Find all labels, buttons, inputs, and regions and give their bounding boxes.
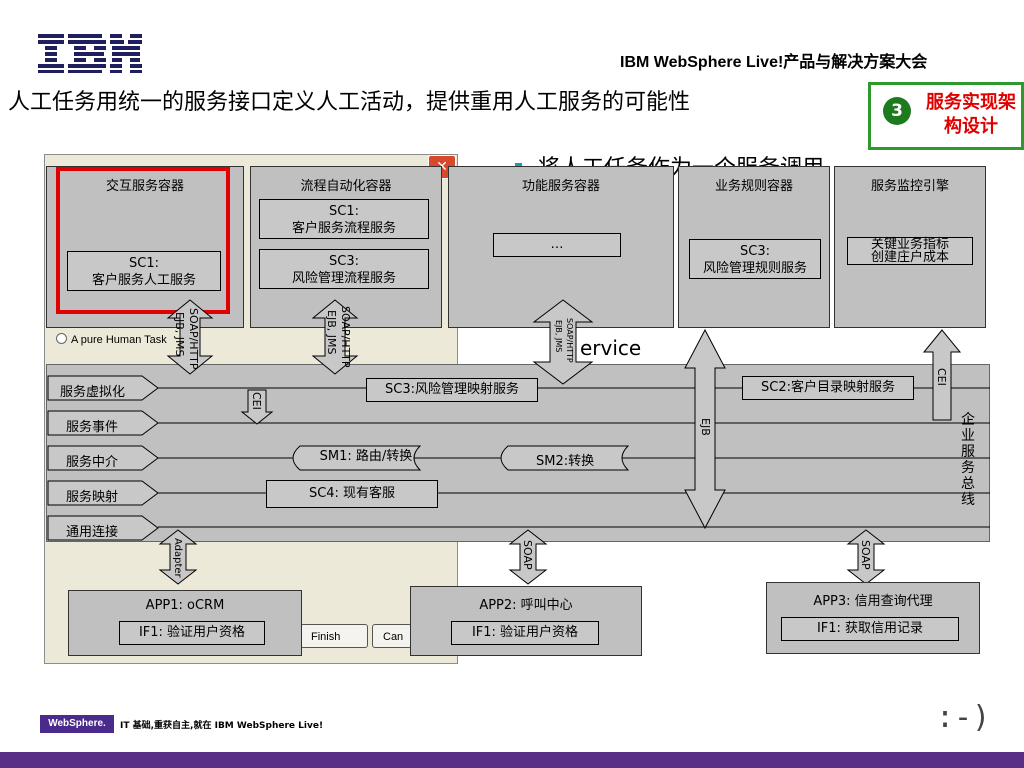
bus-row-label: 通用连接 [66, 525, 119, 540]
sc4-existing-service: SC4: 现有客服 [266, 480, 438, 508]
box-line: 风险管理流程服务 [291, 271, 396, 286]
footer-tagline: IT 基础,重获自主,就在 IBM WebSphere Live! [120, 721, 324, 731]
soap-http-label: SOAP/HTTP [187, 308, 200, 370]
sc2-mapping-service: SC2:客户目录映射服务 [742, 376, 914, 400]
cei-label: CEI [935, 368, 948, 386]
soap-label: SOAP [521, 540, 534, 570]
app-interface: IF1: 验证用户资格 [119, 621, 265, 645]
finish-button[interactable]: Finish [300, 624, 368, 648]
cei-up-arrow [922, 329, 962, 421]
box-line: 关键业务指标 [870, 237, 949, 252]
sm1-label: SM1: 路由/转换 [319, 449, 413, 464]
cei-down-arrow [240, 389, 274, 425]
event-title: IBM WebSphere Live!产品与解决方案大会 [620, 54, 928, 71]
badge-number: 3 [883, 97, 911, 125]
radio-label: A pure Human Task [71, 334, 167, 346]
box-line: 风险管理规则服务 [702, 261, 807, 276]
container-title: 功能服务容器 [521, 179, 600, 194]
container-title: 流程自动化容器 [300, 179, 392, 194]
row-arrow [47, 375, 159, 401]
highlight-frame [56, 167, 230, 314]
box-line: 客户服务人工服务 [91, 273, 196, 288]
app-interface: IF1: 验证用户资格 [451, 621, 599, 645]
soap-label: SOAP [859, 540, 872, 570]
process-automation-container: 流程自动化容器 SC1: 客户服务流程服务 SC3: 风险管理流程服务 [250, 166, 442, 328]
business-rules-container: 业务规则容器 SC3: 风险管理规则服务 [678, 166, 830, 328]
ibm-logo [38, 32, 144, 74]
box-line: 创建庄户成本 [870, 250, 949, 265]
app3-credit-agent: APP3: 信用查询代理 IF1: 获取信用记录 [766, 582, 980, 654]
ejb-arrow [684, 328, 726, 530]
sc3-rules-service-box: SC3: 风险管理规则服务 [689, 239, 821, 279]
adapter-label: Adapter [172, 538, 183, 578]
websphere-logo: WebSphere. [40, 715, 114, 733]
app-title: APP3: 信用查询代理 [813, 594, 933, 609]
container-title: 交互服务容器 [105, 179, 184, 194]
adapter-arrow [158, 529, 198, 585]
cei-label: CEI [250, 392, 263, 410]
bus-row-label: 服务中介 [66, 455, 119, 470]
soap-http-label: SOAP/HTTP [339, 306, 352, 368]
kpi-box: 关键业务指标 创建庄户成本 [847, 237, 973, 265]
row-arrow [47, 445, 159, 471]
sm2-label: SM2:转换 [536, 454, 595, 469]
row-arrow [47, 480, 159, 506]
sm1-shape [292, 445, 422, 471]
radio-option-pure-human-task[interactable]: A pure Human Task [56, 333, 167, 346]
background-service-text: ervice [580, 336, 642, 360]
app1-ocrm: APP1: oCRM IF1: 验证用户资格 [68, 590, 302, 656]
box-line: SC3: [740, 244, 770, 259]
app-title: APP2: 呼叫中心 [479, 598, 573, 613]
box-line: SC3: [329, 254, 359, 269]
function-service-box: … [493, 233, 621, 257]
double-arrow [311, 299, 359, 375]
radio-icon [56, 333, 67, 344]
soap-http-label: SOAP/HTTP [565, 318, 574, 363]
function-service-container: 功能服务容器 … [448, 166, 674, 328]
footer-band [0, 752, 1024, 768]
row-arrow [47, 515, 159, 541]
container-title: 业务规则容器 [714, 179, 793, 194]
sc3-mapping-service: SC3:风险管理映射服务 [366, 378, 538, 402]
ejb-jms-label: EJB, JMS [554, 320, 563, 353]
badge-label: 服务实现架构设计 [926, 92, 1016, 137]
double-arrow [166, 299, 214, 375]
sc3-process-service-box: SC3: 风险管理流程服务 [259, 249, 429, 289]
soap-arrow [508, 529, 548, 585]
container-title: 服务监控引擎 [870, 179, 949, 194]
esb-side-label: 企业服务总线 [961, 412, 975, 508]
sc1-human-service-box: SC1: 客户服务人工服务 [67, 251, 221, 291]
box-line: SC1: [329, 204, 359, 219]
ejb-jms-label: EJB, JMS [173, 312, 186, 357]
app-interface: IF1: 获取信用记录 [781, 617, 959, 641]
interaction-service-container: 交互服务容器 SC1: 客户服务人工服务 [46, 166, 244, 328]
box-line: SC1: [129, 256, 159, 271]
bus-row-label: 服务事件 [66, 420, 119, 435]
smiley-emoticon: :-) [936, 700, 991, 735]
sm2-shape [500, 445, 630, 471]
double-arrow [532, 299, 594, 385]
bus-row-label: 服务虚拟化 [60, 385, 126, 400]
box-line: 客户服务流程服务 [291, 221, 396, 236]
slide-title: 人工任务用统一的服务接口定义人工活动，提供重用人工服务的可能性 [8, 90, 691, 115]
service-monitor-engine: 服务监控引擎 关键业务指标 创建庄户成本 [834, 166, 986, 328]
app-title: APP1: oCRM [145, 598, 225, 613]
row-arrow [47, 410, 159, 436]
section-badge: 3 服务实现架构设计 [868, 82, 1024, 150]
ejb-label: EJB [699, 418, 712, 436]
app2-call-center: APP2: 呼叫中心 IF1: 验证用户资格 [410, 586, 642, 656]
ejb-jms-label: EJB, JMS [325, 310, 338, 355]
sc1-process-service-box: SC1: 客户服务流程服务 [259, 199, 429, 239]
cancel-button[interactable]: Can [372, 624, 412, 648]
bus-row-label: 服务映射 [66, 490, 119, 505]
